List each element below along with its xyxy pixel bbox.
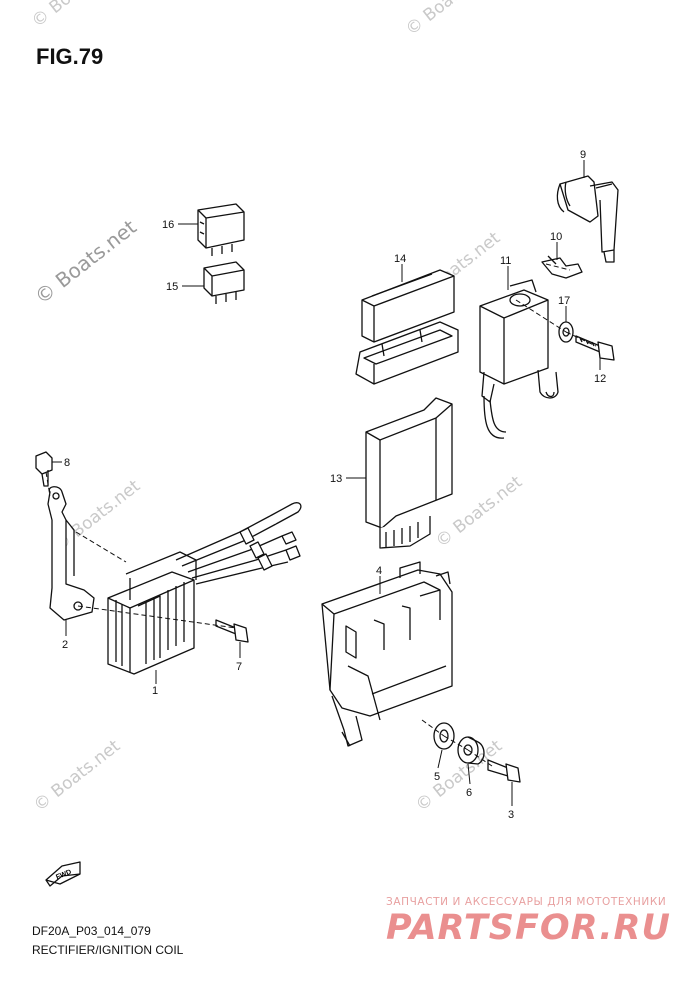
- callout-2: 2: [62, 639, 68, 651]
- ad-tagline: ЗАПЧАСТИ И АКСЕССУАРЫ ДЛЯ МОТОТЕХНИКИ: [386, 896, 667, 908]
- callout-5: 5: [434, 771, 440, 783]
- part-7-bolt: [215, 619, 249, 643]
- callout-10: 10: [550, 231, 562, 243]
- callout-12: 12: [594, 373, 606, 385]
- callout-11: 11: [500, 255, 511, 267]
- callout-8: 8: [64, 457, 70, 469]
- part-2-stay: [47, 486, 95, 621]
- part-15-relay: [203, 261, 245, 304]
- figure-caption: RECTIFIER/IGNITION COIL: [32, 943, 184, 957]
- fwd-arrow-icon: [45, 861, 81, 887]
- callout-6: 6: [466, 787, 472, 799]
- part-16-relay: [197, 203, 245, 256]
- callout-9: 9: [580, 149, 586, 161]
- callout-17: 17: [558, 295, 570, 307]
- callout-13: 13: [330, 473, 342, 485]
- part-8-bolt: [35, 451, 53, 487]
- part-3-bolt: [487, 759, 521, 783]
- figure-code: DF20A_P03_014_079: [32, 924, 151, 938]
- part-10-clamp: [541, 255, 583, 279]
- part-1-rectifier: [107, 502, 302, 675]
- part-6-collar: [457, 736, 485, 765]
- part-14-cover: [355, 269, 459, 385]
- part-4-bracket: [321, 561, 453, 747]
- callout-1: 1: [152, 685, 158, 697]
- part-13-ecu: [365, 397, 453, 549]
- callout-16: 16: [162, 219, 174, 231]
- callout-4: 4: [376, 565, 382, 577]
- part-9-plug-cap: [556, 175, 619, 263]
- callout-14: 14: [394, 253, 406, 265]
- callout-3: 3: [508, 809, 514, 821]
- ad-logo: PARTSFOR.RU: [386, 908, 671, 948]
- figure-title: FIG.79: [36, 44, 104, 69]
- callout-15: 15: [166, 281, 178, 293]
- part-11-ignition-coil: [479, 279, 559, 439]
- callout-7: 7: [236, 661, 242, 673]
